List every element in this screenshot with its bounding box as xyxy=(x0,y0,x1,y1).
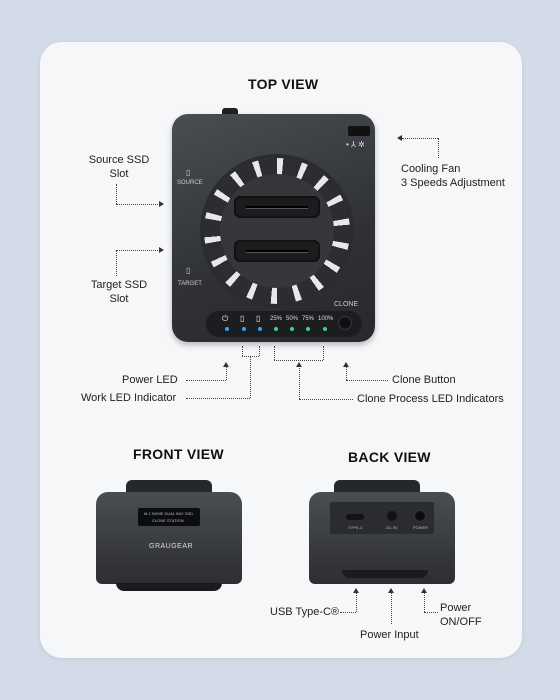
usb-label: USB Type-C® xyxy=(270,606,340,618)
power-led-leader-v xyxy=(226,366,227,380)
front-fins xyxy=(126,480,212,494)
power-onoff-line2: ON/OFF xyxy=(440,616,482,628)
source-leader-v xyxy=(116,184,117,204)
led-panel xyxy=(206,311,362,337)
front-brand: GRAUGEAR xyxy=(149,543,194,550)
front-foot xyxy=(116,583,222,591)
fan-switch xyxy=(348,126,370,136)
power-input-arrow xyxy=(388,588,394,593)
clone-led-50 xyxy=(290,327,294,331)
target-leader-h xyxy=(116,250,160,251)
work-led-label: Work LED Indicator xyxy=(81,392,177,404)
back-view-title: BACK VIEW xyxy=(348,449,431,465)
work-led-leader-v xyxy=(250,356,251,398)
fan-arrow xyxy=(397,135,402,141)
power-led-leader-h xyxy=(186,380,226,381)
back-foot xyxy=(342,570,428,578)
source-slot-line1: Source SSD xyxy=(88,154,150,166)
source-arrow xyxy=(159,201,164,207)
bracket-clone-v1 xyxy=(274,346,275,360)
power-onoff-leader-h xyxy=(424,612,438,613)
bracket-led-v1 xyxy=(242,346,243,356)
target-slot-line1: Target SSD xyxy=(90,279,148,291)
source-slot xyxy=(234,196,320,218)
back-port1-label: TYPE-C xyxy=(348,525,363,530)
back-port2-label: DC 5V xyxy=(386,525,398,530)
top-knob xyxy=(222,108,238,116)
device-target-label: TARGET xyxy=(178,281,202,287)
bracket-clone-v2 xyxy=(323,346,324,360)
work-led-leader-h xyxy=(186,398,250,399)
power-input-leader xyxy=(391,592,392,624)
power-onoff-label: Power ON/OFF xyxy=(440,601,482,629)
target-icon: ▯ xyxy=(186,266,191,275)
clone-proc-arrow xyxy=(296,362,302,367)
percent-100: 100% xyxy=(318,316,334,322)
percent-25: 25% xyxy=(270,316,283,322)
drive-icon-2: ▯ xyxy=(256,314,261,323)
dc-port xyxy=(387,511,397,521)
usb-leader-h xyxy=(340,612,356,613)
power-onoff-line1: Power xyxy=(440,602,472,614)
clone-btn-arrow xyxy=(343,362,349,367)
target-arrow xyxy=(159,247,164,253)
fan-leader-v xyxy=(438,138,439,158)
source-icon: ▯ xyxy=(186,168,191,177)
back-port3-label: POWER xyxy=(413,525,429,530)
clone-led-25 xyxy=(274,327,278,331)
clone-button xyxy=(338,316,352,330)
top-view-title: TOP VIEW xyxy=(248,76,319,92)
target-slot-label: Target SSD Slot xyxy=(84,278,154,306)
clone-process-label: Clone Process LED Indicators xyxy=(357,393,504,405)
power-onoff-arrow xyxy=(421,588,427,593)
source-slot-line2: Slot xyxy=(109,168,129,180)
device-clone-label: CLONE xyxy=(334,301,359,308)
clone-btn-leader-v xyxy=(346,366,347,380)
front-screen-line1: M.2 NVME DUAL BAY SSD xyxy=(144,511,194,516)
power-led-label: Power LED xyxy=(122,374,178,386)
usb-c-port xyxy=(346,514,364,520)
power-input-label: Power Input xyxy=(360,629,419,641)
front-view-title: FRONT VIEW xyxy=(133,446,224,462)
clone-led-75 xyxy=(306,327,310,331)
front-device xyxy=(96,492,242,584)
cooling-fan-line2: 3 Speeds Adjustment xyxy=(401,177,505,189)
target-leader-v xyxy=(116,250,117,276)
fan-speed-icons: • ⅄ ✲ xyxy=(346,140,365,149)
percent-75: 75% xyxy=(302,316,315,322)
power-switch xyxy=(414,510,426,522)
usb-arrow xyxy=(353,588,359,593)
clone-proc-leader-h xyxy=(299,399,353,400)
clone-button-label: Clone Button xyxy=(392,374,456,386)
fan-leader-h xyxy=(402,138,438,139)
target-slot xyxy=(234,240,320,262)
cooling-fan-label: Cooling Fan 3 Speeds Adjustment xyxy=(401,162,505,190)
bracket-clone-h xyxy=(274,360,323,361)
cooling-fan-line1: Cooling Fan xyxy=(401,163,461,175)
target-slot-line2: Slot xyxy=(109,293,129,305)
percent-50: 50% xyxy=(286,316,299,322)
device-source-label: SOURCE xyxy=(177,180,203,186)
power-icon: ⏻ xyxy=(222,314,229,323)
source-slot-label: Source SSD Slot xyxy=(84,153,154,181)
fan-center xyxy=(220,174,334,288)
back-fins xyxy=(334,480,420,494)
power-led xyxy=(225,327,229,331)
usb-leader-v xyxy=(356,592,357,612)
front-screen xyxy=(138,508,200,526)
front-screen-line2: CLONE STATION xyxy=(152,518,184,523)
drive-icon-1: ▯ xyxy=(240,314,245,323)
clone-btn-leader-h xyxy=(346,380,388,381)
bracket-led-v2 xyxy=(259,346,260,356)
power-onoff-leader-v xyxy=(424,592,425,612)
power-led-arrow xyxy=(223,362,229,367)
work-led-1 xyxy=(242,327,246,331)
source-leader-h xyxy=(116,204,160,205)
clone-led-100 xyxy=(323,327,327,331)
clone-proc-leader-v xyxy=(299,366,300,399)
work-led-2 xyxy=(258,327,262,331)
